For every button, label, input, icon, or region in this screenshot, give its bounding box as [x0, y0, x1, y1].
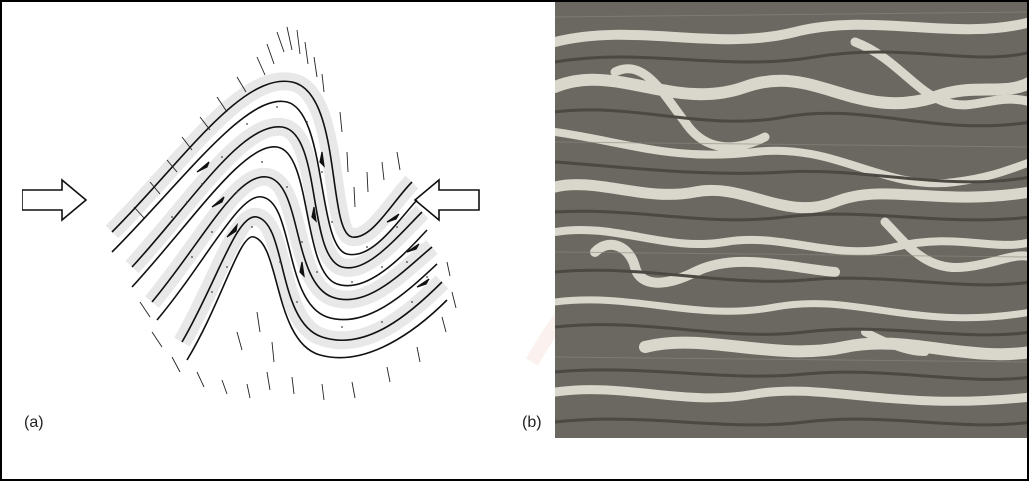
folded-rock-photo [555, 2, 1029, 438]
fold-diagram [22, 12, 542, 432]
folded-layers [112, 81, 447, 360]
left-compression-arrow-icon [22, 180, 86, 220]
panel-a-label: (a) [24, 414, 44, 432]
panel-b-label: (b) [522, 414, 542, 432]
right-compression-arrow-icon [415, 180, 479, 220]
